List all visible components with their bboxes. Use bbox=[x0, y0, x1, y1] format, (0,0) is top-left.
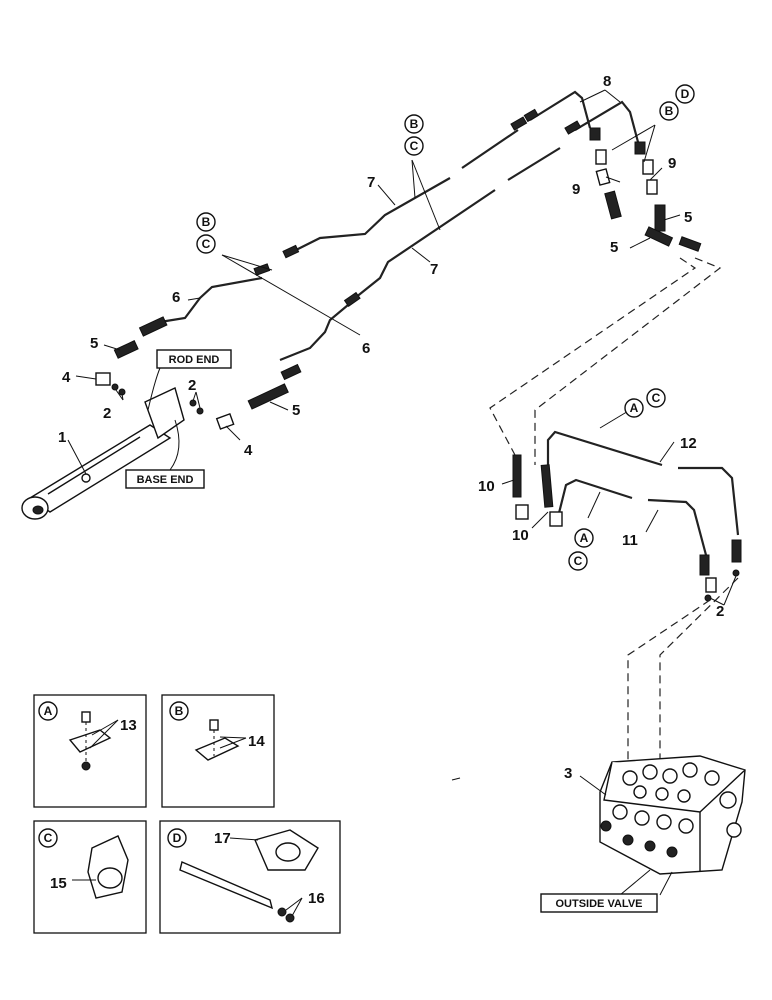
callout-17: 17 bbox=[214, 830, 231, 847]
inset-b: B bbox=[161, 694, 275, 808]
inset-a-letter: A bbox=[44, 704, 53, 718]
callout-5: 5 bbox=[292, 402, 300, 419]
rod-end-label: ROD END bbox=[156, 349, 232, 369]
callout-5: 5 bbox=[610, 239, 618, 256]
callout-5: 5 bbox=[90, 335, 98, 352]
inset-d: D bbox=[159, 820, 341, 934]
callout-4: 4 bbox=[244, 442, 253, 459]
right-fittings bbox=[595, 149, 702, 252]
callout-2: 2 bbox=[103, 405, 111, 422]
callout-2: 2 bbox=[188, 377, 196, 394]
callout-6: 6 bbox=[172, 289, 180, 306]
circle-a: A bbox=[580, 531, 589, 545]
callout-6: 6 bbox=[362, 340, 370, 357]
circle-b: B bbox=[410, 117, 419, 131]
outside-valve-label: OUTSIDE VALVE bbox=[540, 893, 658, 913]
circle-d: D bbox=[681, 87, 690, 101]
hydraulic-cylinder bbox=[21, 387, 185, 520]
inset-d-letter: D bbox=[173, 831, 182, 845]
base-end-label: BASE END bbox=[125, 469, 205, 489]
callout-13: 13 bbox=[120, 717, 137, 734]
circle-b: B bbox=[202, 215, 211, 229]
circle-c: C bbox=[652, 391, 661, 405]
callout-14: 14 bbox=[248, 733, 265, 750]
left-fittings bbox=[95, 316, 302, 430]
inset-b-letter: B bbox=[175, 704, 184, 718]
callout-16: 16 bbox=[308, 890, 325, 907]
circle-b: B bbox=[665, 104, 674, 118]
callout-8: 8 bbox=[603, 73, 611, 90]
callout-2: 2 bbox=[716, 603, 724, 620]
callout-1: 1 bbox=[58, 429, 66, 446]
callout-3: 3 bbox=[564, 765, 572, 782]
number-callouts: 1 2 2 2 3 4 4 5 5 5 5 6 6 7 7 8 9 9 10 1… bbox=[50, 73, 724, 907]
upper-tubes bbox=[159, 90, 646, 362]
circle-a: A bbox=[630, 401, 639, 415]
callout-5: 5 bbox=[684, 209, 692, 226]
inset-c: C bbox=[33, 820, 147, 934]
callout-15: 15 bbox=[50, 875, 67, 892]
callout-10: 10 bbox=[478, 478, 495, 495]
callout-10: 10 bbox=[512, 527, 529, 544]
circle-c: C bbox=[410, 139, 419, 153]
circle-c: C bbox=[202, 237, 211, 251]
lower-tubes bbox=[512, 430, 742, 602]
svg-text:ROD END: ROD END bbox=[169, 354, 220, 366]
callout-7: 7 bbox=[430, 261, 438, 278]
svg-text:BASE END: BASE END bbox=[137, 474, 194, 486]
leader-lines bbox=[67, 89, 737, 796]
callout-4: 4 bbox=[62, 369, 71, 386]
callout-7: 7 bbox=[367, 174, 375, 191]
inset-a: A bbox=[33, 694, 147, 808]
svg-text:OUTSIDE VALVE: OUTSIDE VALVE bbox=[556, 898, 643, 910]
callout-9: 9 bbox=[572, 181, 580, 198]
callout-12: 12 bbox=[680, 435, 697, 452]
circle-c: C bbox=[574, 554, 583, 568]
callout-11: 11 bbox=[622, 532, 638, 549]
control-valve bbox=[599, 755, 746, 875]
inset-c-letter: C bbox=[44, 831, 53, 845]
circle-letters: B C B C B D A C A C bbox=[196, 84, 695, 571]
callout-9: 9 bbox=[668, 155, 676, 172]
